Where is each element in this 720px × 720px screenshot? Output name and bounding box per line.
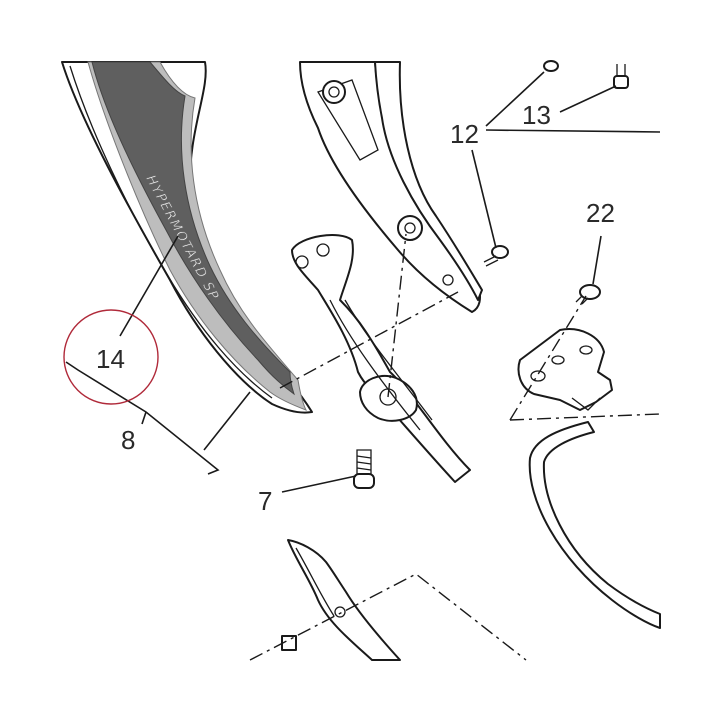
callout-22: 22 [586,198,615,228]
callout-7: 7 [258,486,272,516]
assembly-lines [249,233,661,661]
decal-dark-band [91,61,295,396]
lower-bracket-hole [334,606,346,618]
lower-bracket-body [287,539,401,661]
screw-12-side [483,245,509,267]
tail-cover-outer [374,61,483,301]
latch-hole-left [530,370,546,382]
rear-fender [528,421,661,629]
tail-mount-side [442,274,454,286]
screw-7 [353,449,375,489]
tail-mount-bottom [397,215,423,241]
latch-hole-mid [551,355,565,365]
highlight-circle [63,309,159,405]
rear-fender-outline [528,421,661,629]
latch-plate [517,328,613,411]
screw-22 [575,284,601,305]
side-panel-edge [69,65,273,399]
leader-lines [65,71,661,493]
latch-hole-right [579,345,593,355]
subframe-boss [359,374,418,422]
lower-bracket [281,539,401,661]
callout-12: 12 [450,119,479,149]
screw-12-top [543,60,559,72]
screw-13 [613,64,629,89]
callout-8: 8 [121,425,135,455]
subframe-bracket [291,234,471,483]
lower-screw [281,635,297,651]
subframe-tube [291,234,471,483]
callout-13: 13 [522,100,551,130]
tail-cover [299,61,483,313]
tail-mount-top [322,80,346,104]
latch-bracket [517,328,613,411]
subframe-hole-top [295,255,309,269]
callout-14: 14 [96,344,125,374]
subframe-hole-mid [316,243,330,257]
